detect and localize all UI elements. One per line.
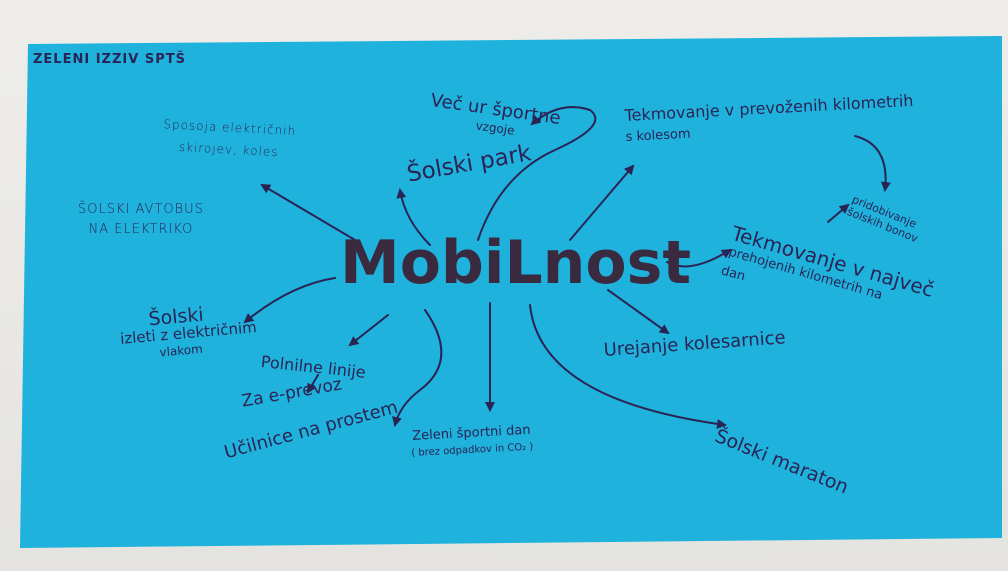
idea-sposoja-text: Sposoja električnih skirojev, koles bbox=[163, 117, 297, 160]
arrow-to-polnilne bbox=[348, 314, 389, 347]
idea-zeleni-dan: Zeleni športni dan ( brez odpadkov in CO… bbox=[410, 422, 534, 462]
idea-solski-avtobus-line1: ŠOLSKI AVTOBUS bbox=[78, 202, 204, 217]
arrow-to-vec-ur bbox=[477, 106, 597, 241]
arrow-to-izleti bbox=[243, 277, 336, 324]
arrow-to-e-prevoz bbox=[307, 374, 319, 394]
idea-sposoja: Sposoja električnih skirojev, koles bbox=[141, 112, 318, 165]
poster-header: ZELENI IZZIV SPTŠ bbox=[33, 52, 186, 67]
arrow-to-solski-park bbox=[396, 188, 431, 246]
idea-solski-avtobus-line2: NA ELEKTRIKO bbox=[88, 222, 194, 237]
arrow-to-maraton bbox=[529, 304, 727, 429]
arrow-to-tekmovanje-dan bbox=[666, 248, 732, 268]
idea-solski-avtobus: ŠOLSKI AVTOBUS NA ELEKTRIKO bbox=[78, 200, 204, 240]
arrow-to-bonov-small bbox=[827, 203, 850, 223]
arrow-to-ucilnice bbox=[392, 309, 443, 427]
arrow-to-tekmovanje-kolesom bbox=[569, 164, 635, 241]
poster-sheet bbox=[20, 36, 1002, 548]
arrow-to-urejanje bbox=[607, 289, 670, 335]
central-topic: MobiLnost bbox=[340, 228, 692, 298]
arrow-to-avtobus bbox=[260, 183, 356, 241]
arrow-to-pridobivanje bbox=[854, 135, 891, 192]
